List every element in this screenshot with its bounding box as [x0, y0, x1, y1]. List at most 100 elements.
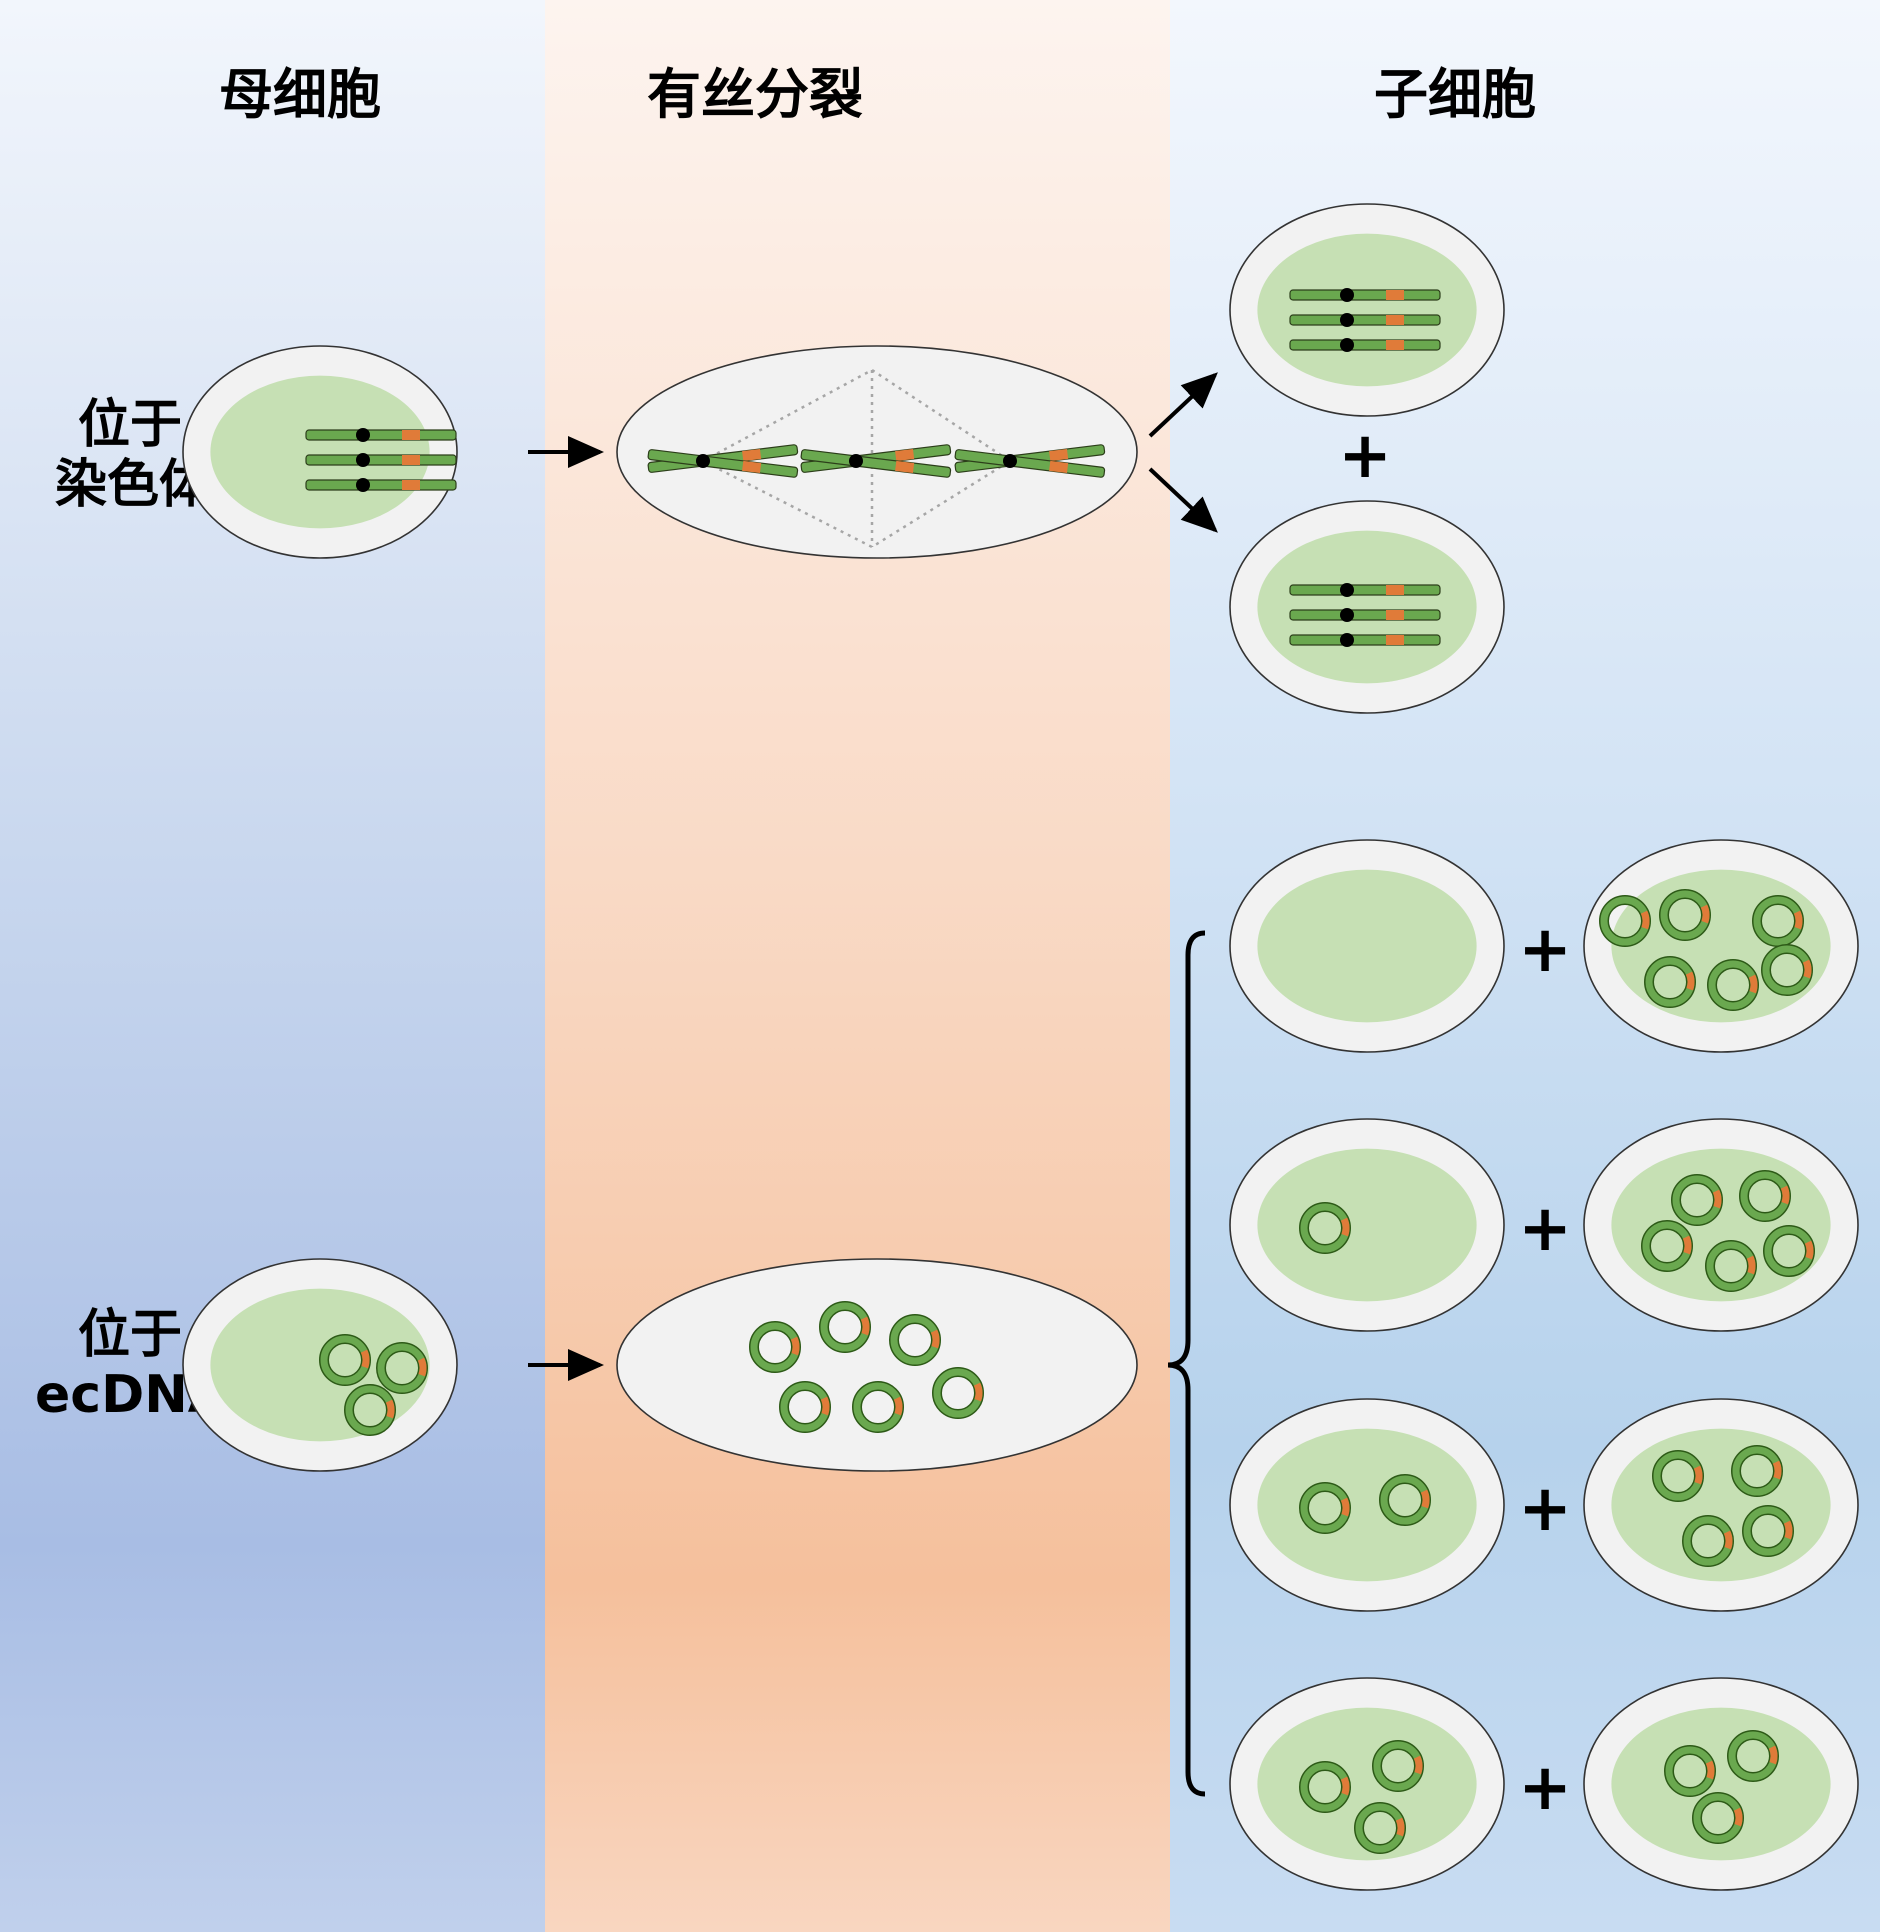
daughter-right-4-ecdna-1 — [1664, 1745, 1716, 1797]
column-header-daughter: 子细胞 — [1374, 63, 1536, 126]
mitotic-ecdna-1-marker — [790, 1336, 800, 1356]
daughter-right-4-ecdna-3 — [1692, 1792, 1744, 1844]
daughter-right-1-ecdna-1 — [1599, 895, 1651, 947]
daughter-cell-chromosome-top-nucleus — [1257, 233, 1477, 387]
mother-chromosome-2-centromere — [356, 453, 370, 467]
mother-chromosome-3 — [305, 478, 457, 492]
daughter-cell-chromosome-bottom — [1229, 500, 1505, 714]
daughter-left-4-ecdna-2 — [1372, 1740, 1424, 1792]
mother-chromosome-3-arm — [305, 479, 457, 491]
mitotic-ecdna-6 — [932, 1367, 984, 1419]
daughter-bottom-chromosome-1 — [1289, 583, 1441, 597]
daughter-bottom-chromosome-3 — [1289, 633, 1441, 647]
mitotic-ecdna-4 — [779, 1381, 831, 1433]
daughter-right-1-ecdna-6 — [1761, 944, 1813, 996]
plus-sign-ecdna-2: + — [1518, 1192, 1572, 1266]
mitotic-chromosome-pair-2-centromere — [849, 454, 863, 468]
row-label-ecdna-line1: 位于 — [77, 1305, 182, 1365]
mitotic-chromosome-pair-1-chromatid-2 — [647, 449, 799, 478]
daughter-right-3-ecdna-3 — [1682, 1515, 1734, 1567]
daughter-top-chromosome-2-marker — [1386, 315, 1404, 325]
mother-ecdna-1-marker — [360, 1349, 370, 1369]
mitotic-chromosome-pair-2-chromatid-marker — [895, 448, 915, 462]
mitotic-chromosome-pair-3-chromatid-marker — [1049, 460, 1069, 474]
mother-chromosome-3-marker — [402, 480, 420, 490]
daughter-cell-ecdna-left-3 — [1229, 1398, 1505, 1612]
mother-chromosome-1-marker — [402, 430, 420, 440]
daughter-right-2-ecdna-1 — [1671, 1174, 1723, 1226]
daughter-right-2-ecdna-2 — [1739, 1170, 1791, 1222]
mitotic-chromosome-pair-3-chromatid-2 — [954, 449, 1106, 478]
daughter-left-4-ecdna-1 — [1299, 1761, 1351, 1813]
daughter-top-chromosome-2-arm — [1289, 314, 1441, 326]
daughter-right-3-ecdna-4 — [1742, 1505, 1794, 1557]
daughter-left-3-ecdna-2-marker — [1420, 1489, 1430, 1509]
daughter-right-3-ecdna-3-marker — [1723, 1530, 1733, 1550]
daughter-top-chromosome-3 — [1289, 338, 1441, 352]
daughter-cell-ecdna-left-1 — [1229, 839, 1505, 1053]
mitotic-ecdna-5-marker — [893, 1396, 903, 1416]
daughter-bottom-chromosome-2-arm — [1289, 609, 1441, 621]
daughter-bottom-chromosome-2-marker — [1386, 610, 1404, 620]
mitotic-ecdna-4-marker — [820, 1396, 830, 1416]
daughter-left-3-ecdna-1-marker — [1340, 1497, 1350, 1517]
plus-sign-ecdna-1: + — [1518, 913, 1572, 987]
daughter-top-chromosome-1-centromere — [1340, 288, 1354, 302]
mitotic-ecdna-5 — [852, 1381, 904, 1433]
mother-ecdna-2-marker — [417, 1357, 427, 1377]
daughter-left-3-ecdna-2 — [1379, 1474, 1431, 1526]
daughter-cell-ecdna-left-2 — [1229, 1118, 1505, 1332]
daughter-right-2-ecdna-3 — [1641, 1220, 1693, 1272]
daughter-cell-ecdna-right-2 — [1583, 1118, 1859, 1332]
daughter-right-2-ecdna-5-marker — [1804, 1240, 1814, 1260]
mitotic-ecdna-3 — [889, 1314, 941, 1366]
row-label-chromosome-line1: 位于 — [77, 395, 182, 455]
column-header-mitosis: 有丝分裂 — [647, 63, 863, 126]
daughter-right-1-ecdna-3-marker — [1793, 910, 1803, 930]
mitotic-ecdna-1 — [749, 1321, 801, 1373]
mitotic-ecdna-6-marker — [973, 1382, 983, 1402]
plus-sign-ecdna-4: + — [1518, 1751, 1572, 1825]
daughter-right-2-ecdna-5 — [1763, 1225, 1815, 1277]
column-header-mother: 母细胞 — [219, 63, 381, 126]
daughter-left-4-ecdna-2-marker — [1413, 1755, 1423, 1775]
daughter-cell-ecdna-left-2-nucleus — [1257, 1148, 1477, 1302]
daughter-left-4-ecdna-3-marker — [1395, 1817, 1405, 1837]
daughter-right-1-ecdna-5-marker — [1748, 974, 1758, 994]
mother-ecdna-3 — [344, 1384, 396, 1436]
daughter-top-chromosome-1 — [1289, 288, 1441, 302]
mother-chromosome-1-arm — [305, 429, 457, 441]
daughter-right-3-ecdna-2 — [1731, 1445, 1783, 1497]
daughter-right-3-ecdna-1 — [1652, 1450, 1704, 1502]
mother-chromosome-3-centromere — [356, 478, 370, 492]
daughter-bottom-chromosome-1-marker — [1386, 585, 1404, 595]
daughter-left-4-ecdna-3 — [1354, 1802, 1406, 1854]
plus-sign-ecdna-3: + — [1518, 1472, 1572, 1546]
mother-chromosome-2-arm — [305, 454, 457, 466]
daughter-cell-ecdna-right-3 — [1583, 1398, 1859, 1612]
daughter-right-2-ecdna-4 — [1705, 1240, 1757, 1292]
mitotic-chromosome-pair-2-chromatid-marker — [895, 460, 915, 474]
mother-cell-chromosome — [182, 345, 458, 559]
mother-ecdna-1 — [319, 1334, 371, 1386]
daughter-cell-ecdna-left-4-nucleus — [1257, 1707, 1477, 1861]
mitotic-ecdna-2-marker — [860, 1316, 870, 1336]
plus-sign-chromosome: + — [1338, 419, 1392, 493]
daughter-right-1-ecdna-2 — [1659, 889, 1711, 941]
daughter-right-2-ecdna-2-marker — [1780, 1185, 1790, 1205]
daughter-right-4-ecdna-1-marker — [1705, 1760, 1715, 1780]
daughter-top-chromosome-3-centromere — [1340, 338, 1354, 352]
daughter-cell-chromosome-bottom-nucleus — [1257, 530, 1477, 684]
daughter-bottom-chromosome-3-marker — [1386, 635, 1404, 645]
mitotic-ecdna-2 — [819, 1301, 871, 1353]
daughter-bottom-chromosome-1-centromere — [1340, 583, 1354, 597]
mitotic-chromosome-pair-2-chromatid-2 — [800, 449, 952, 478]
daughter-right-3-ecdna-4-marker — [1783, 1520, 1793, 1540]
daughter-bottom-chromosome-3-centromere — [1340, 633, 1354, 647]
daughter-bottom-chromosome-2 — [1289, 608, 1441, 622]
daughter-top-chromosome-1-arm — [1289, 289, 1441, 301]
daughter-right-3-ecdna-2-marker — [1772, 1460, 1782, 1480]
mitotic-chromosome-pair-3 — [954, 444, 1106, 478]
daughter-top-chromosome-3-marker — [1386, 340, 1404, 350]
